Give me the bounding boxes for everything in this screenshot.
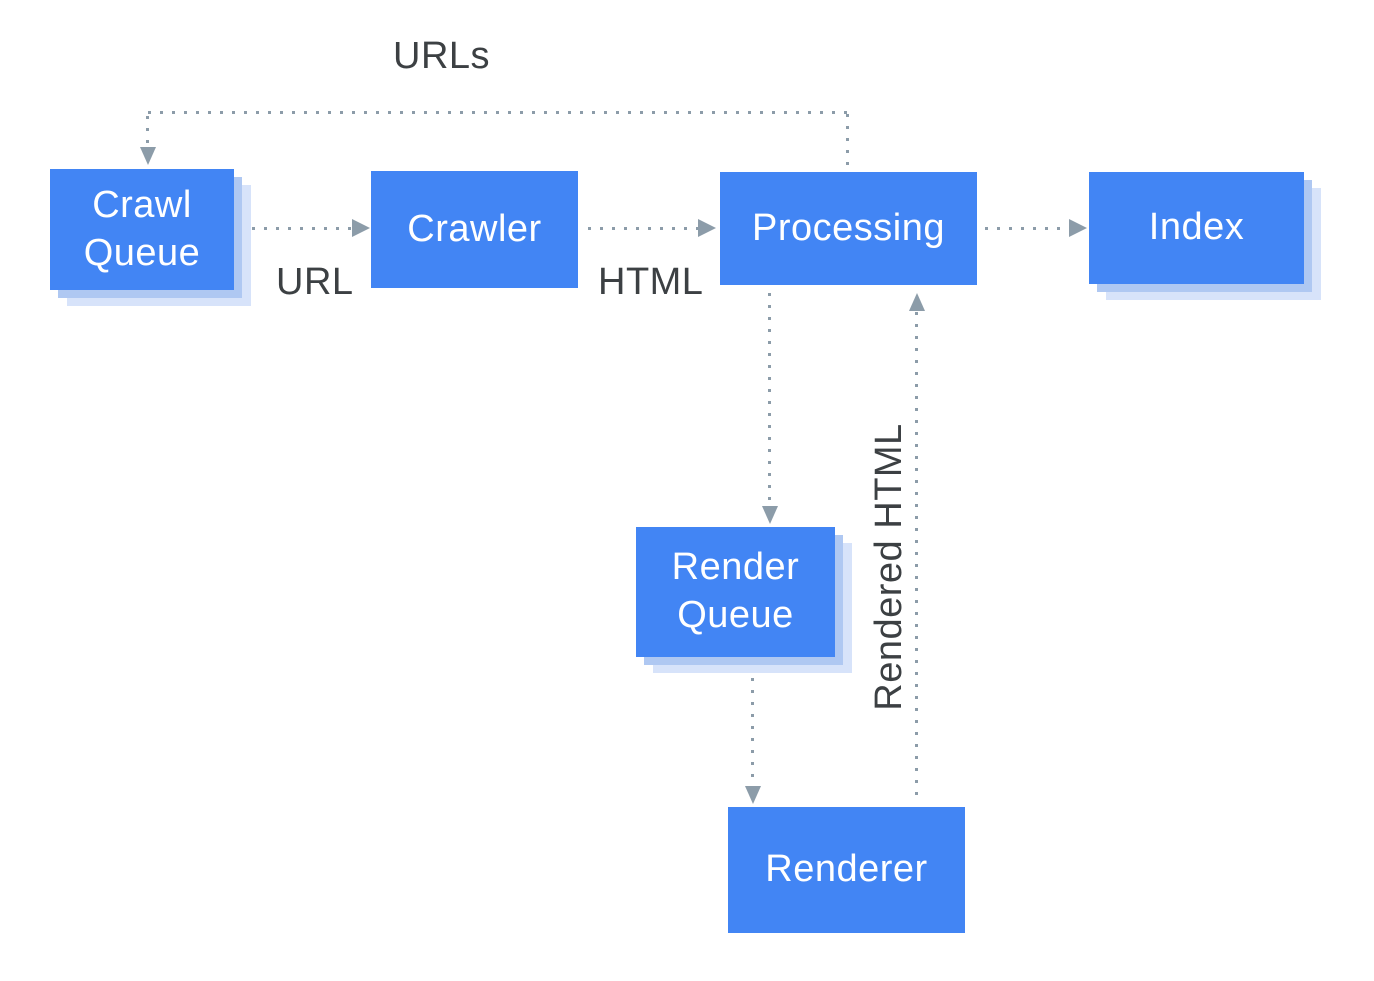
edge-processing-to-index-line [985,227,1069,230]
arrowhead-right-into-processing-icon [698,219,716,237]
node-crawler: Crawler [371,171,578,288]
node-crawl-queue: Crawl Queue [50,169,234,290]
edge-processing-to-renderqueue-line [768,293,771,505]
arrowhead-right-into-index-icon [1069,219,1087,237]
edge-crawlqueue-to-crawler-line [252,227,352,230]
arrowhead-down-into-renderer-icon [745,786,761,804]
node-render-queue: Render Queue [636,527,835,657]
node-index: Index [1089,172,1304,284]
edge-processing-to-crawlqueue-left-segment [146,116,149,146]
edge-label-html: HTML [598,261,704,303]
arrowhead-down-into-crawl-queue-icon [140,147,156,165]
edge-crawler-to-processing-line [588,227,698,230]
edge-label-url: URL [276,261,354,303]
edge-processing-to-crawlqueue-horizontal-line [148,111,848,114]
arrowhead-up-into-processing-icon [909,293,925,311]
edge-label-urls: URLs [393,35,491,77]
edge-renderer-to-processing-line [915,312,918,804]
node-processing: Processing [720,172,977,285]
edge-processing-to-crawlqueue-right-segment [846,114,849,166]
edge-label-rendered-html: Rendered HTML [868,423,911,711]
node-renderer: Renderer [728,807,965,933]
edge-renderqueue-to-renderer-line [751,678,754,786]
arrowhead-down-into-render-queue-icon [762,506,778,524]
arrowhead-right-into-crawler-icon [352,219,370,237]
